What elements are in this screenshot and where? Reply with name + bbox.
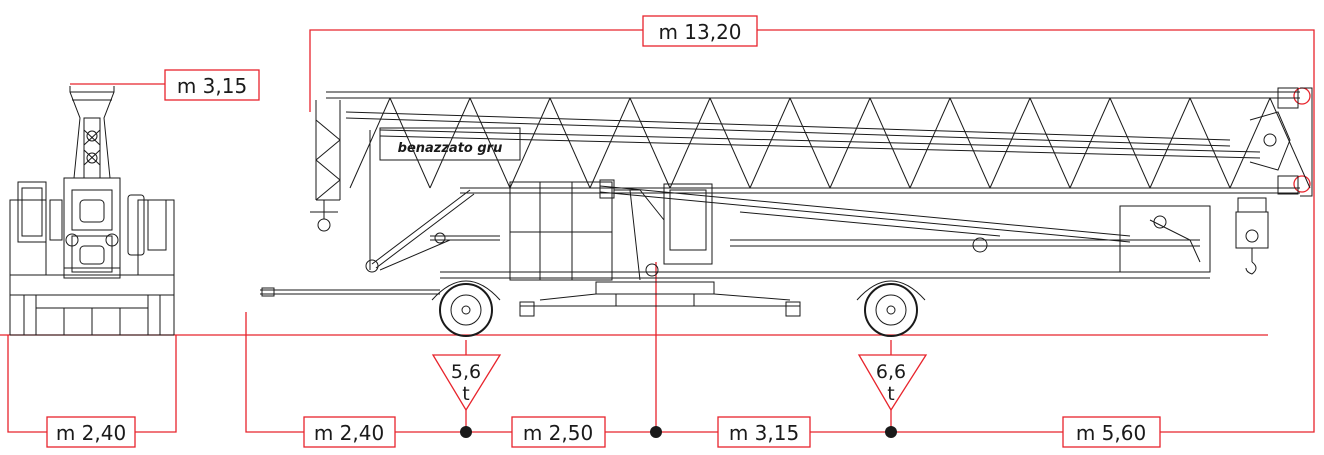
jib-lattice-member (509, 97, 551, 189)
jib-lattice-member (589, 97, 631, 189)
dimension-label-boxes (46, 15, 1161, 448)
jib-lattice-member (789, 97, 831, 189)
jib-lattice-member (1069, 97, 1111, 189)
front-axle-dot (460, 426, 472, 438)
slew-to-rear-axle-label: m 3,15 (729, 421, 799, 445)
jib-lattice-member (1029, 97, 1071, 189)
rear-axle-load-unit: t (887, 383, 894, 405)
jib-lattice-member (1189, 97, 1231, 189)
crane-front-view (9, 86, 175, 336)
tow-bar-to-axle-label: m 2,40 (314, 421, 384, 445)
jib-lattice-member (829, 97, 871, 189)
jib-lattice-member (709, 97, 751, 189)
total-length-label: m 13,20 (658, 20, 741, 44)
slew-center-dot (650, 426, 662, 438)
jib-lattice-member (429, 97, 471, 189)
jib-lattice-member (389, 97, 431, 189)
jib-lattice-member (989, 97, 1031, 189)
jib-lattice-member (909, 97, 951, 189)
jib-lattice-member (1149, 97, 1191, 189)
rear-axle-dot (885, 426, 897, 438)
jib-lattice-member (749, 97, 791, 189)
jib-lattice-member (1229, 97, 1271, 189)
axle-to-slew-label: m 2,50 (523, 421, 593, 445)
front-axle-load-unit: t (462, 383, 469, 405)
front-width-label: m 2,40 (56, 421, 126, 445)
brand-logo: benazzato gru (398, 141, 503, 156)
axle-markers (460, 426, 897, 438)
jib-lattice-member (949, 97, 991, 189)
front-axle-load-value: 5,6 (451, 361, 481, 383)
jib-lattice-member (669, 97, 711, 189)
jib-lattice-member (1269, 97, 1311, 189)
rear-axle-load-value: 6,6 (876, 361, 906, 383)
jib-lattice-member (549, 97, 591, 189)
front-height-label: m 3,15 (177, 74, 247, 98)
rear-wheel (864, 283, 918, 337)
jib-lattice-member (469, 97, 511, 189)
front-wheel (439, 283, 493, 337)
crane-side-view (260, 87, 1313, 337)
jib-lattice (349, 97, 1311, 189)
rear-axle-to-end-label: m 5,60 (1076, 421, 1146, 445)
